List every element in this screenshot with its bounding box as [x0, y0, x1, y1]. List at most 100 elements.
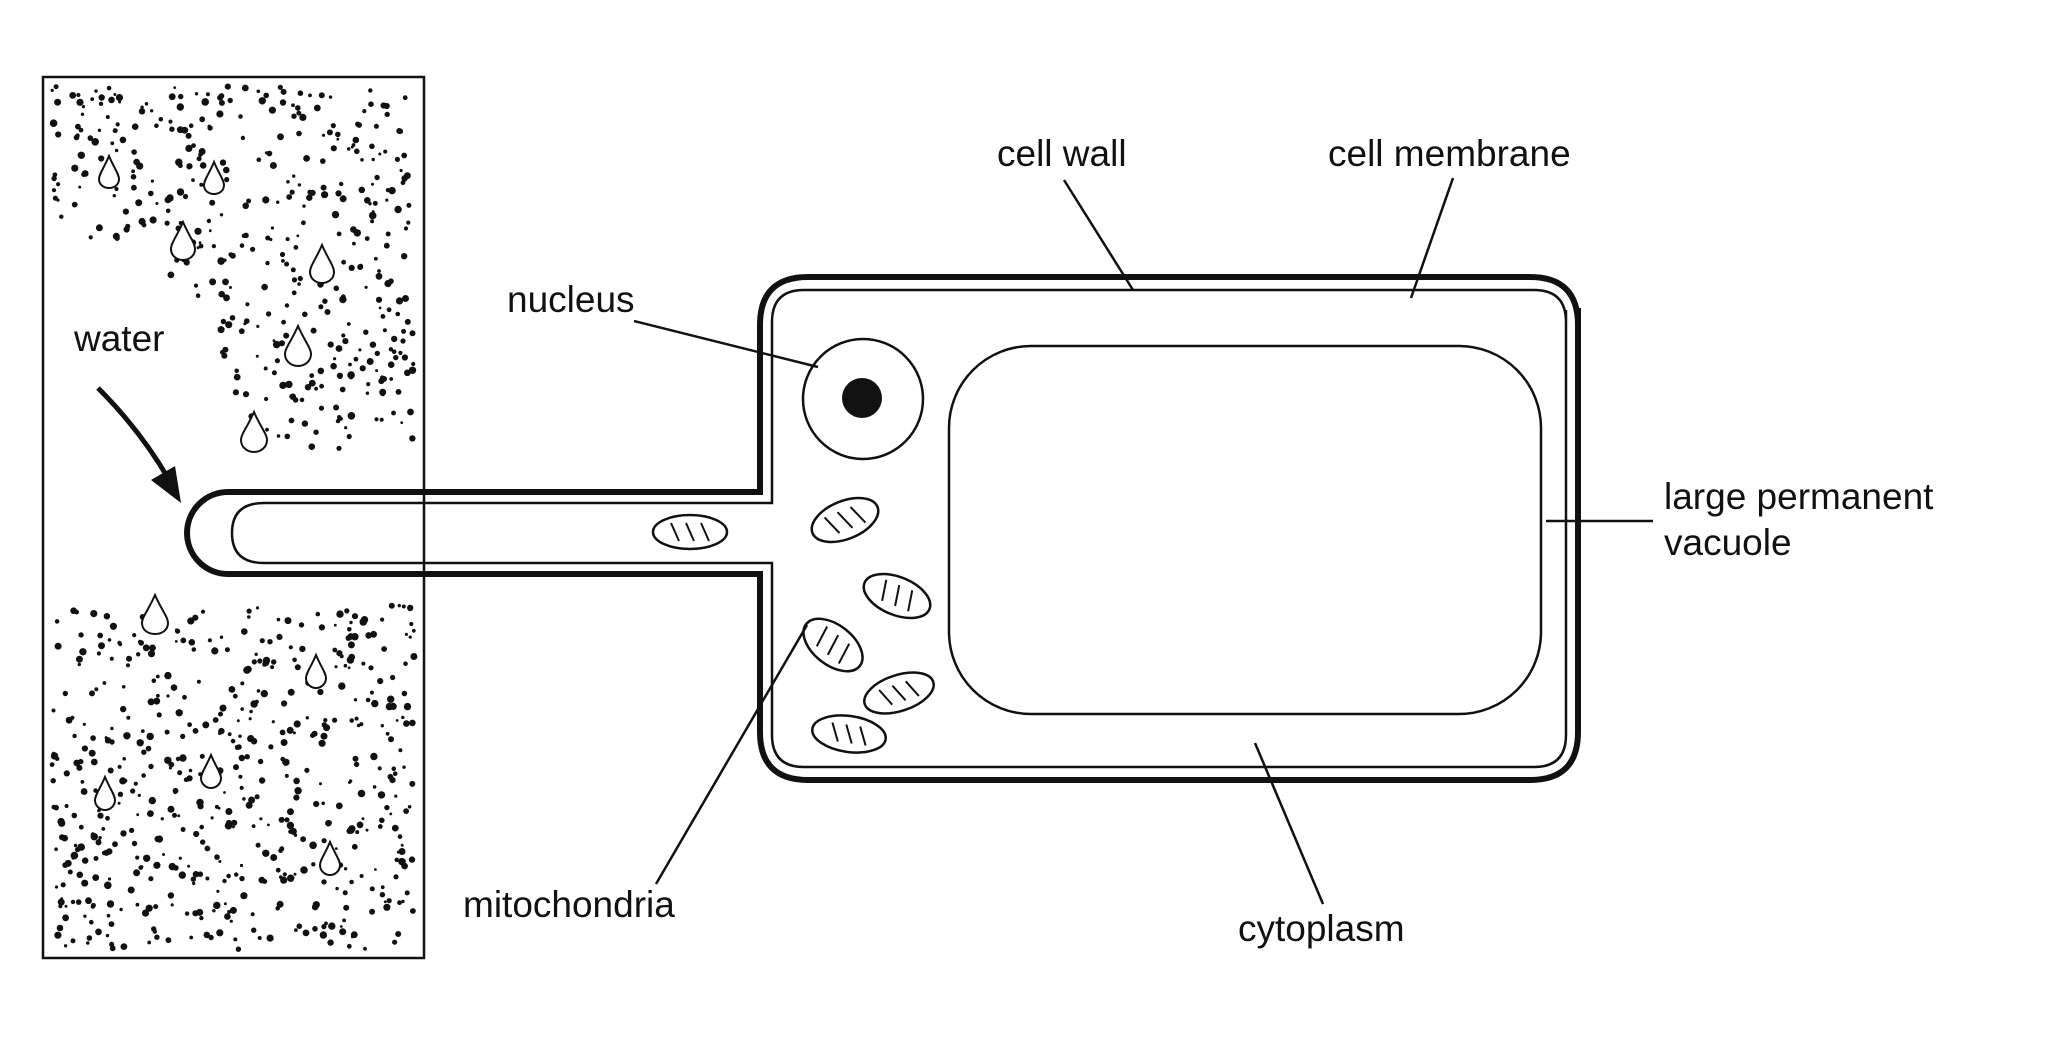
soil-particle — [328, 95, 333, 99]
soil-particle — [81, 879, 89, 887]
soil-particle — [255, 842, 261, 848]
soil-particle — [175, 628, 181, 634]
soil-particle — [223, 294, 230, 302]
soil-particle — [112, 232, 120, 240]
soil-particle — [389, 702, 397, 711]
soil-particle — [380, 391, 386, 397]
soil-particle — [166, 194, 174, 202]
soil-particle — [369, 143, 375, 150]
soil-particle — [391, 335, 398, 343]
soil-particle — [79, 648, 87, 656]
soil-particle — [237, 946, 241, 951]
soil-particle — [398, 748, 403, 753]
soil-particle — [369, 886, 375, 892]
soil-particle — [385, 731, 390, 736]
soil-particle — [194, 92, 199, 96]
soil-particle — [53, 84, 59, 90]
soil-particle — [110, 726, 114, 731]
soil-particle — [82, 857, 89, 864]
soil-particle — [410, 653, 418, 660]
soil-particle — [51, 175, 57, 182]
soil-particle — [397, 900, 402, 906]
soil-particle — [164, 671, 172, 680]
soil-particle — [380, 314, 386, 319]
soil-particle — [224, 177, 230, 183]
soil-particle — [121, 685, 126, 689]
soil-particle — [245, 801, 253, 809]
water-droplet-icon — [140, 592, 170, 636]
soil-particle — [359, 365, 366, 372]
soil-particle — [242, 797, 246, 801]
soil-particle — [334, 665, 338, 669]
soil-particle — [95, 224, 103, 232]
soil-particle — [78, 185, 82, 189]
soil-particle — [255, 354, 259, 358]
soil-particle — [227, 97, 233, 104]
soil-particle — [250, 700, 258, 708]
soil-particle — [87, 135, 94, 141]
soil-particle — [94, 687, 99, 692]
soil-particle — [178, 93, 184, 100]
soil-particle — [224, 647, 230, 653]
soil-particle — [355, 830, 360, 835]
soil-particle — [97, 812, 104, 819]
soil-particle — [371, 699, 379, 708]
soil-particle — [198, 148, 206, 155]
soil-particle — [238, 754, 245, 762]
soil-particle — [108, 96, 115, 104]
soil-particle — [385, 231, 391, 237]
soil-particle — [315, 611, 321, 617]
soil-particle — [106, 85, 112, 91]
soil-particle — [176, 103, 184, 111]
soil-particle — [357, 264, 364, 270]
soil-particle — [131, 840, 138, 847]
soil-particle — [117, 791, 124, 797]
soil-particle — [343, 663, 348, 668]
soil-particle — [193, 830, 200, 838]
soil-particle — [131, 123, 139, 130]
soil-particle — [123, 732, 131, 740]
soil-particle — [256, 324, 260, 328]
soil-particle — [296, 923, 303, 929]
soil-particle — [368, 88, 373, 93]
soil-particle — [166, 694, 170, 698]
soil-particle — [199, 162, 207, 169]
soil-particle — [256, 689, 261, 693]
soil-particle — [109, 941, 115, 948]
soil-particle — [312, 926, 318, 932]
soil-particle — [346, 147, 351, 151]
soil-particle — [396, 850, 400, 854]
soil-particle — [145, 745, 152, 752]
soil-particle — [106, 900, 115, 908]
soil-particle — [402, 95, 408, 101]
soil-particle — [377, 678, 384, 685]
soil-particle — [207, 638, 212, 643]
soil-particle — [224, 913, 231, 920]
soil-particle — [110, 141, 115, 146]
soil-particle — [279, 251, 286, 258]
soil-particle — [389, 812, 393, 816]
soil-particle — [403, 808, 409, 814]
soil-particle — [122, 208, 129, 215]
soil-particle — [407, 408, 414, 416]
cell-wall-outline — [184, 274, 1581, 783]
soil-particle — [168, 119, 173, 124]
soil-particle — [218, 290, 225, 298]
soil-particle — [398, 848, 406, 855]
soil-particle — [191, 178, 195, 183]
soil-particle — [284, 817, 290, 823]
soil-particle — [390, 674, 396, 681]
soil-particle — [204, 845, 211, 852]
soil-particle — [403, 702, 412, 711]
soil-particle — [391, 349, 397, 355]
soil-particle — [365, 632, 372, 639]
soil-particle — [271, 659, 277, 665]
soil-particle — [386, 307, 392, 313]
soil-particle — [386, 898, 392, 904]
soil-particle — [328, 922, 336, 930]
soil-particle — [70, 607, 77, 614]
soil-particle — [268, 106, 276, 114]
soil-particle — [153, 904, 159, 910]
soil-particle — [404, 890, 410, 896]
soil-particle — [65, 716, 73, 724]
